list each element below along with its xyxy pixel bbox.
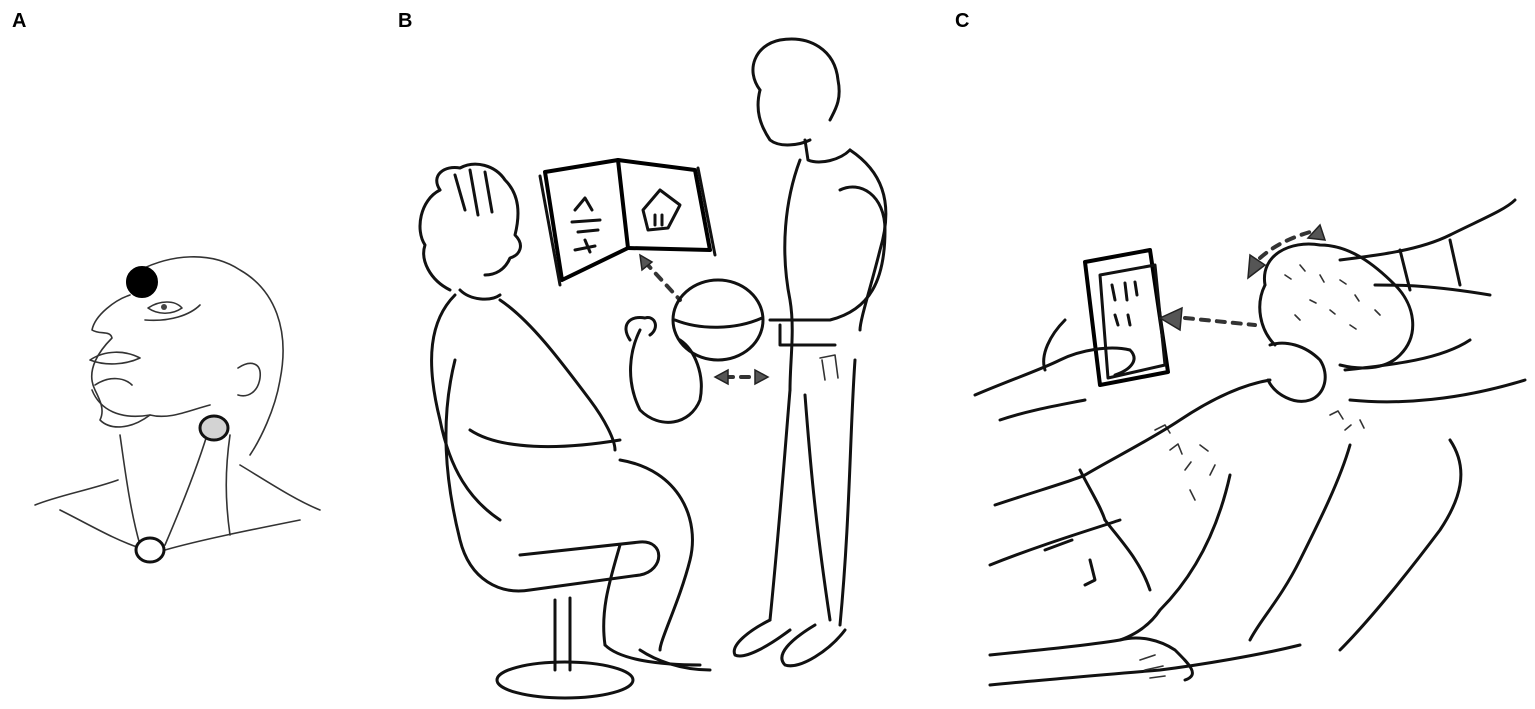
panel-label-b: B xyxy=(398,10,413,32)
sternum-marker xyxy=(134,536,166,564)
chair-icon xyxy=(444,358,661,700)
gaze-arrow-icon xyxy=(1158,306,1183,332)
interaction-arrow-left-icon xyxy=(713,368,729,386)
panel-label-c: C xyxy=(955,10,970,32)
panel-label-a: A xyxy=(12,10,27,32)
curly-head-icon xyxy=(1258,242,1415,403)
interaction-arrow-right-icon xyxy=(754,368,770,386)
neck-side-marker xyxy=(198,414,230,442)
panel-c-drawing xyxy=(973,198,1527,687)
forehead-marker xyxy=(126,266,158,298)
panel-c xyxy=(940,0,1535,709)
head-turn-arrow-right-icon xyxy=(1306,223,1327,241)
head-turn-arrow-left-icon xyxy=(1247,253,1267,280)
picture-book-icon xyxy=(538,158,717,287)
panel-a-drawing xyxy=(34,256,321,564)
gaze-arrow-icon xyxy=(639,253,654,272)
panel-a xyxy=(0,0,380,709)
panel-b-drawing xyxy=(418,37,888,700)
handheld-device-icon xyxy=(1083,248,1170,387)
panel-b xyxy=(380,0,940,709)
ball-icon xyxy=(671,278,765,362)
